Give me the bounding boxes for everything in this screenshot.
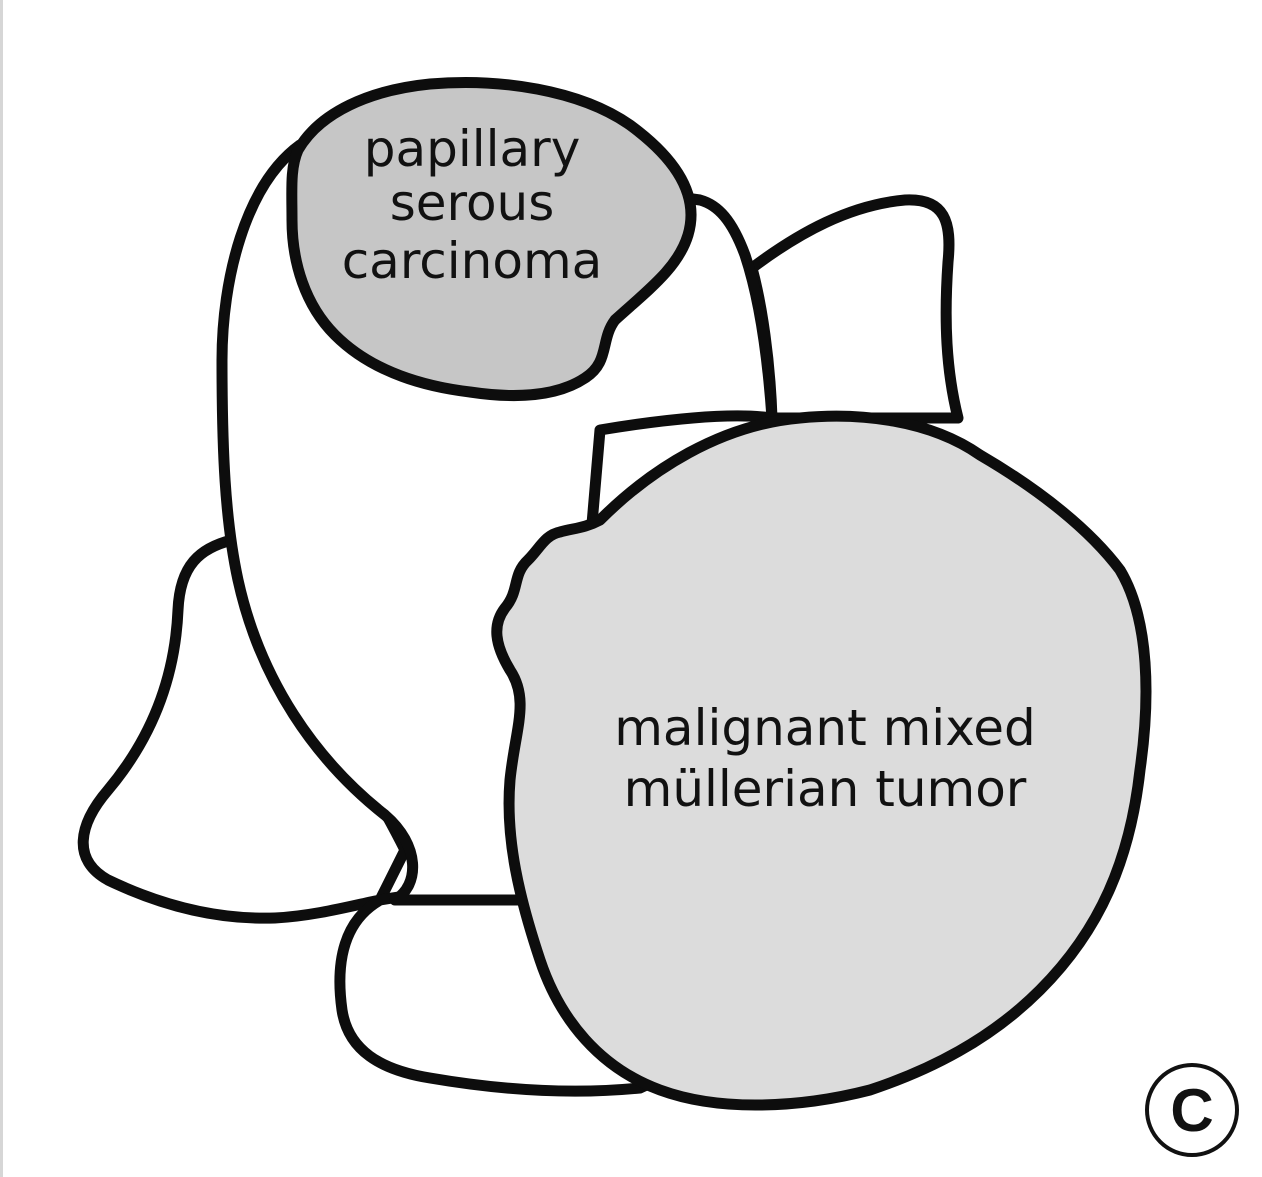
- mmmt-label-line-2: müllerian tumor: [624, 760, 1027, 818]
- papillary-mass-shape: [286, 77, 697, 401]
- papillary-label-line-1: papillary: [364, 120, 581, 178]
- panel-letter: C: [1170, 1077, 1213, 1144]
- panel-letter-circle: [1145, 1063, 1239, 1157]
- papillary-label-line-3: carcinoma: [342, 232, 603, 290]
- mmmt-label-line-1: malignant mixed: [614, 699, 1036, 757]
- right-adnexa-shape: [746, 194, 964, 424]
- papillary-label-line-2: serous: [390, 174, 555, 232]
- left-border-line: [0, 0, 3, 1177]
- mmmt-mass-shape: [491, 410, 1152, 1111]
- panel-letter-badge: C: [1145, 1063, 1239, 1157]
